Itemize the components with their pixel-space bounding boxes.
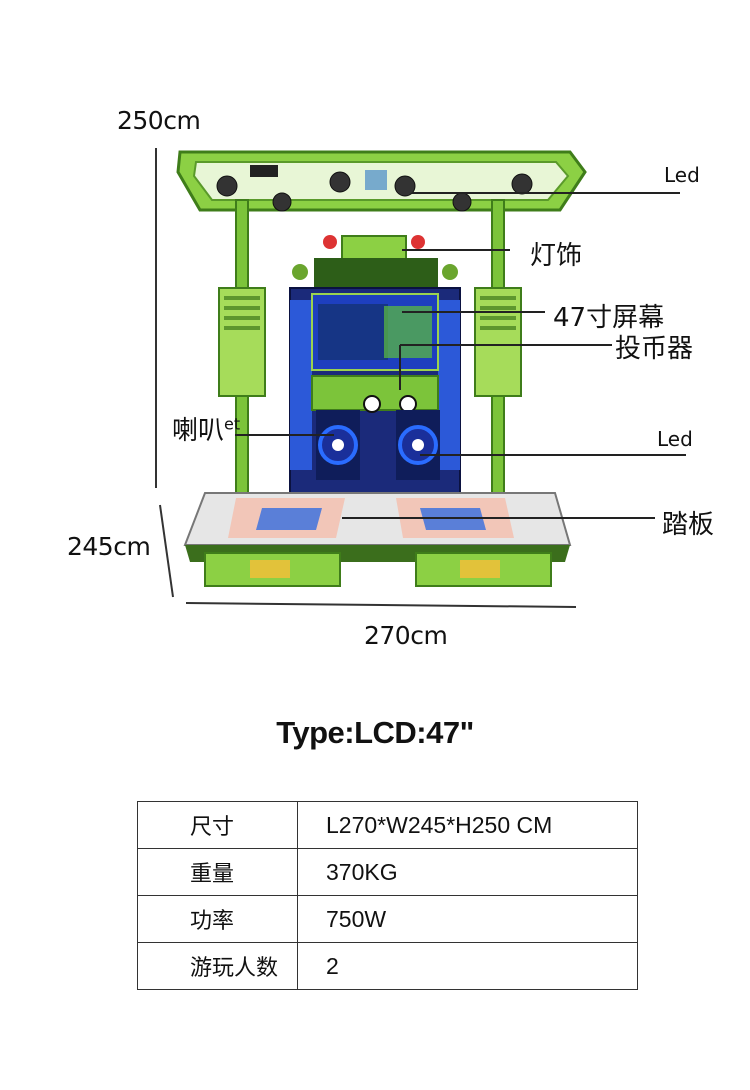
callout-led-top: Led (664, 163, 700, 187)
table-row: 重量 370KG (137, 848, 638, 896)
dance-platform (183, 492, 572, 587)
type-heading: Type:LCD:47" (276, 715, 474, 750)
table-row: 游玩人数 2 (137, 942, 638, 990)
depth-dimension-label: 245cm (67, 532, 151, 561)
left-info-board (218, 287, 266, 397)
spotlights (216, 171, 533, 212)
table-row: 功率 750W (137, 895, 638, 943)
spec-value: L270*W245*H250 CM (297, 801, 638, 849)
callout-speaker-text: 喇叭 (172, 416, 225, 446)
spec-key: 重量 (137, 848, 298, 896)
callout-speaker: 喇叭et (172, 410, 240, 447)
cabinet-side-left (290, 300, 312, 470)
callout-lamp-decoration: 灯饰 (530, 241, 583, 271)
marquee-decoration (292, 235, 458, 288)
right-info-board (474, 287, 522, 397)
main-screen (311, 293, 439, 371)
callout-pedal: 踏板 (662, 510, 715, 540)
spec-key: 尺寸 (137, 801, 298, 849)
spec-key: 功率 (137, 895, 298, 943)
callout-screen-size: 47寸屏幕 (553, 303, 665, 333)
width-dimension-label: 270cm (364, 621, 448, 650)
spec-table: 尺寸 L270*W245*H250 CM 重量 370KG 功率 750W 游玩… (137, 801, 638, 990)
spec-value: 370KG (297, 848, 638, 896)
spec-key: 游玩人数 (137, 942, 298, 990)
callout-speaker-suffix: et (224, 414, 241, 434)
spec-value: 2 (297, 942, 638, 990)
callout-lines (235, 192, 686, 519)
height-dimension-label: 250cm (117, 106, 201, 135)
dimension-lines (155, 148, 577, 608)
arcade-machine-illustration (155, 148, 686, 608)
table-row: 尺寸 L270*W245*H250 CM (137, 801, 638, 849)
spec-value: 750W (297, 895, 638, 943)
cabinet-side-right (438, 300, 460, 470)
callout-led-side: Led (657, 427, 693, 451)
speakers (316, 410, 440, 480)
callout-coin-acceptor: 投币器 (615, 334, 694, 364)
